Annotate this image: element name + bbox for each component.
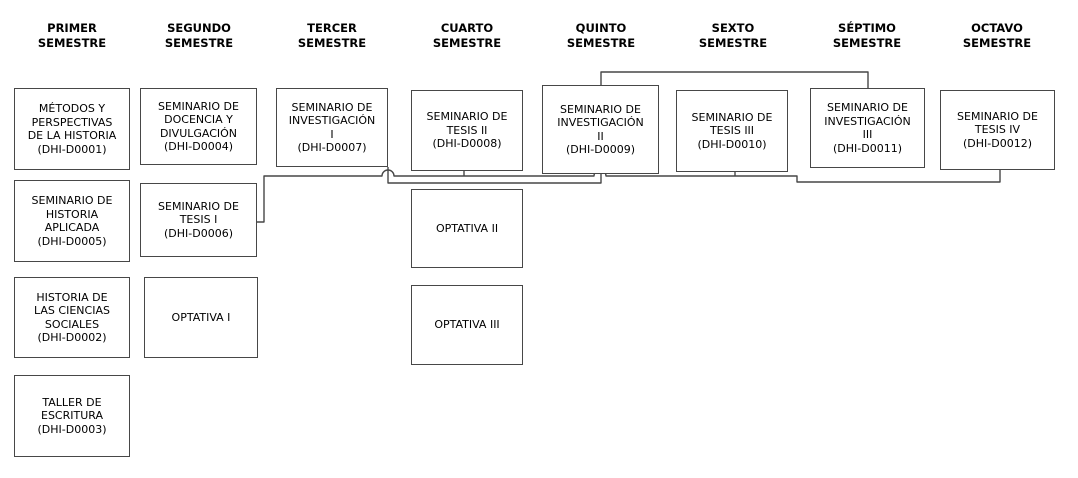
course-label-taller-escritura: TALLER DE ESCRITURA (DHI-D0003) [37,395,107,436]
semester-header-2: SEGUNDO SEMESTRE [164,21,234,50]
connector-tesis-chain [257,169,1001,223]
course-label-historia-aplicada: SEMINARIO DE HISTORIA APLICADA (DHI-D000… [31,194,113,248]
course-box-seminario-investigacion-3: SEMINARIO DE INVESTIGACIÓN III (DHI-D001… [810,88,925,168]
connector-investigacion-1-to-2 [387,167,602,184]
semester-header-3: TERCER SEMESTRE [297,21,367,50]
course-label-seminario-tesis-2: SEMINARIO DE TESIS II (DHI-D0008) [426,110,508,151]
course-label-seminario-investigacion-1: SEMINARIO DE INVESTIGACIÓN I (DHI-D0007) [288,100,376,155]
course-label-seminario-investigacion-2: SEMINARIO DE INVESTIGACIÓN II (DHI-D0009… [557,102,644,157]
course-box-metodos-perspectivas: MÉTODOS Y PERSPECTIVAS DE LA HISTORIA (D… [14,88,130,170]
course-box-seminario-investigacion-1: SEMINARIO DE INVESTIGACIÓN I (DHI-D0007) [276,88,388,167]
course-label-optativa-1: OPTATIVA I [171,310,231,324]
course-label-seminario-tesis-4: SEMINARIO DE TESIS IV (DHI-D0012) [957,109,1038,150]
course-box-optativa-3: OPTATIVA III [411,285,523,365]
course-label-historia-ciencias-sociales: HISTORIA DE LAS CIENCIAS SOCIALES (DHI-D… [34,290,110,345]
course-box-docencia-divulgacion: SEMINARIO DE DOCENCIA Y DIVULGACIÓN (DHI… [140,88,257,165]
course-label-docencia-divulgacion: SEMINARIO DE DOCENCIA Y DIVULGACIÓN (DHI… [158,99,239,154]
course-box-optativa-1: OPTATIVA I [144,277,258,358]
course-box-seminario-tesis-2: SEMINARIO DE TESIS II (DHI-D0008) [411,90,523,171]
course-label-seminario-tesis-3: SEMINARIO DE TESIS III (DHI-D0010) [691,110,773,151]
course-label-seminario-tesis-1: SEMINARIO DE TESIS I (DHI-D0006) [158,199,239,240]
course-box-historia-aplicada: SEMINARIO DE HISTORIA APLICADA (DHI-D000… [14,180,130,262]
semester-header-6: SEXTO SEMESTRE [698,21,768,50]
course-label-seminario-investigacion-3: SEMINARIO DE INVESTIGACIÓN III (DHI-D001… [824,101,911,155]
course-box-taller-escritura: TALLER DE ESCRITURA (DHI-D0003) [14,375,130,457]
course-box-seminario-tesis-3: SEMINARIO DE TESIS III (DHI-D0010) [676,90,788,172]
connector-investigacion-2-to-3-top [600,71,869,88]
semester-header-4: CUARTO SEMESTRE [432,21,502,50]
course-label-metodos-perspectivas: MÉTODOS Y PERSPECTIVAS DE LA HISTORIA (D… [27,102,117,156]
course-box-historia-ciencias-sociales: HISTORIA DE LAS CIENCIAS SOCIALES (DHI-D… [14,277,130,358]
semester-header-7: SÉPTIMO SEMESTRE [832,21,902,50]
course-box-optativa-2: OPTATIVA II [411,189,523,268]
course-label-optativa-3: OPTATIVA III [434,318,500,332]
course-box-seminario-investigacion-2: SEMINARIO DE INVESTIGACIÓN II (DHI-D0009… [542,85,659,174]
course-label-optativa-2: OPTATIVA II [435,221,499,235]
semester-header-1: PRIMER SEMESTRE [37,21,107,50]
course-box-seminario-tesis-1: SEMINARIO DE TESIS I (DHI-D0006) [140,183,257,257]
semester-header-8: OCTAVO SEMESTRE [962,21,1032,50]
course-box-seminario-tesis-4: SEMINARIO DE TESIS IV (DHI-D0012) [940,90,1055,170]
semester-header-5: QUINTO SEMESTRE [566,21,636,50]
